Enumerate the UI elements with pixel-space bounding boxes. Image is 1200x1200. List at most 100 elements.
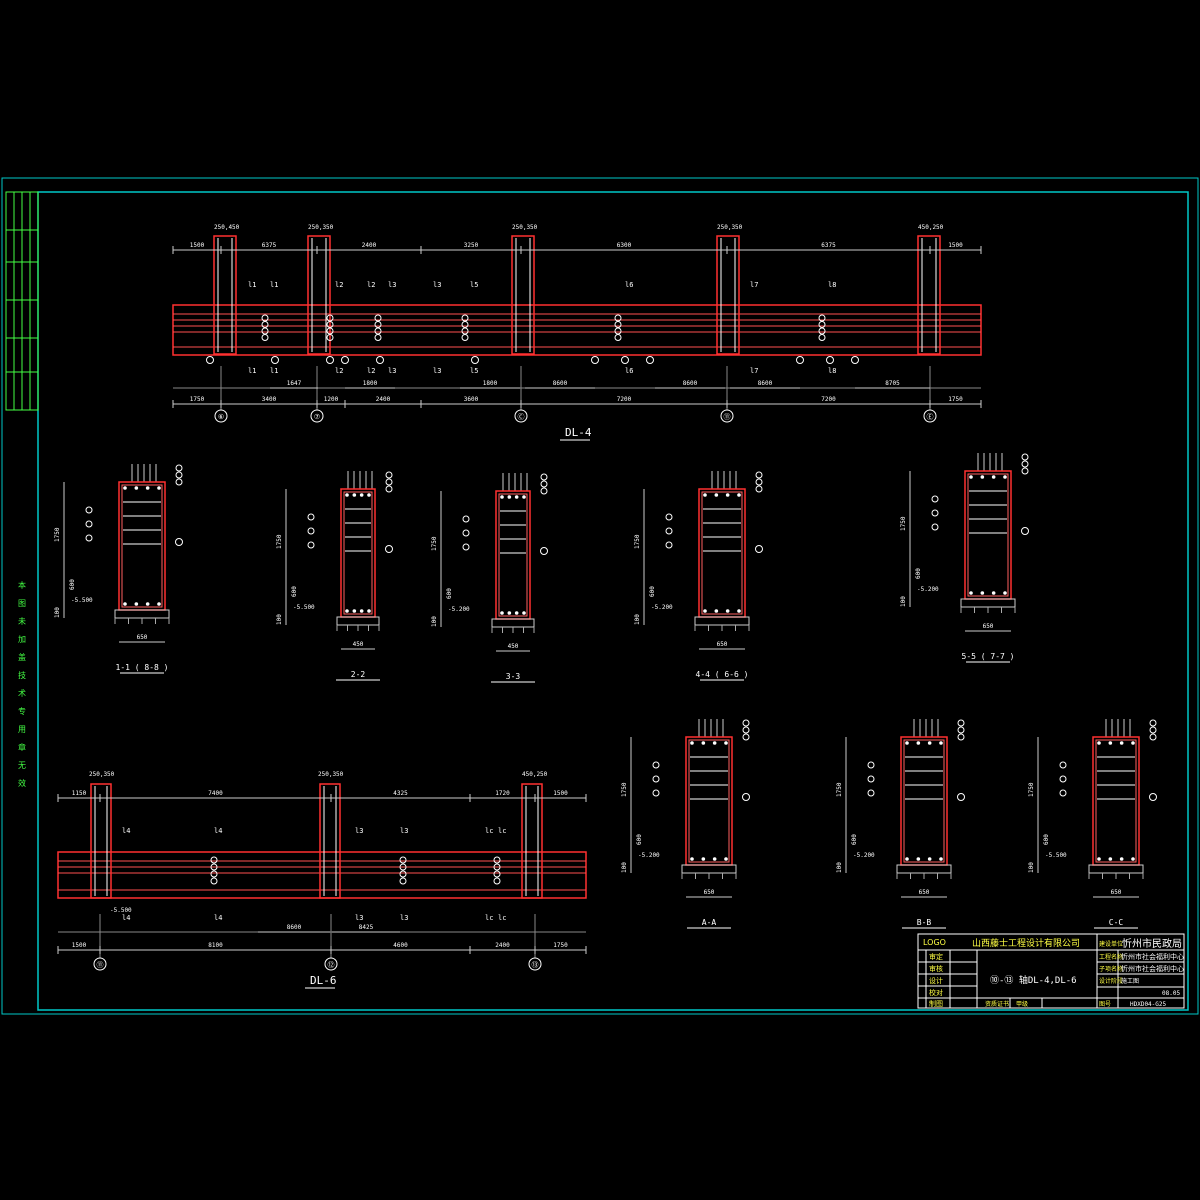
dl6-axis-label: ⑬ [532, 961, 539, 969]
dl6-dim-value: 4600 [393, 942, 408, 949]
dl4-lower-dim: 1800 [483, 380, 498, 387]
section-bottom-2-height: 1750 [836, 782, 843, 797]
section-bottom-3-rebar [1108, 741, 1113, 745]
section-top-4-tag [755, 478, 763, 486]
sign-strip [5, 191, 39, 411]
section-top-3-tag [540, 547, 548, 555]
dl6-label: DL-6 [310, 974, 337, 987]
section-top-4-height: 1750 [634, 534, 641, 549]
dl6-span-label: lc [498, 827, 506, 835]
dl4-span-label-lower: l8 [828, 367, 836, 375]
section-top-1-rebar [145, 602, 150, 606]
dl6-rebar-tag [399, 863, 407, 871]
dl6-span-label: l4 [122, 827, 130, 835]
section-bottom-3-rebar [1119, 741, 1124, 745]
section-top-5-stirrup [967, 473, 1009, 597]
dl4-rebar-tag [818, 334, 826, 341]
section-bottom-2-width: 650 [919, 889, 930, 896]
dl4-span-label-lower: l1 [270, 367, 278, 375]
section-bottom-3-tag [1059, 775, 1067, 783]
section-bottom-3-stirrup [1095, 739, 1137, 863]
section-top-1-height: 1750 [54, 527, 61, 542]
section-bottom-2-rebar [927, 741, 932, 745]
section-top-3-height: 1750 [431, 536, 438, 551]
section-top-3-tag [462, 529, 470, 537]
section-top-4-rebar [737, 493, 741, 497]
section-bottom-1-rebar [724, 857, 728, 861]
section-bottom-1-tag [652, 761, 660, 769]
section-top-5-tag [1021, 467, 1029, 475]
section-top-4-rebar [714, 493, 719, 497]
dl4-axis-bubble [720, 409, 734, 423]
section-bottom-1-base: 100 [621, 862, 628, 873]
section-top-4-rebar [737, 609, 741, 613]
dl4-column-size: 250,350 [512, 224, 538, 231]
dl4-rebar-tag [326, 356, 334, 364]
section-top-5-rebar [980, 591, 985, 595]
dl4-lower-dim: 1647 [287, 380, 302, 387]
dl4-axis-label: Ⓔ [927, 413, 934, 421]
section-top-1-tag [85, 520, 93, 528]
section-top-5-outline [964, 470, 1012, 600]
section-top-4-tag [755, 471, 763, 479]
dl6-dim-value: 1500 [72, 942, 87, 949]
section-top-5-elevation: -5.200 [917, 586, 939, 593]
dl6-dim-value: 1750 [553, 942, 568, 949]
dl4-rebar-tag [374, 321, 382, 328]
section-top-5-tag [1021, 460, 1029, 468]
outer-border [1, 177, 1199, 1015]
dl4-rebar-tag [471, 356, 479, 364]
section-bottom-3-rebar [1119, 857, 1124, 861]
section-bottom-1-rebar [712, 857, 717, 861]
section-top-5-height: 1750 [900, 516, 907, 531]
section-top-1-footing [114, 609, 170, 619]
section-top-4-tag [755, 485, 763, 493]
dl4-rebar-tag [374, 327, 382, 335]
section-top-2-elevation: -5.500 [293, 604, 315, 611]
dl6-rebar-tag [493, 856, 501, 864]
dl4-span-label: l3 [433, 281, 441, 289]
section-bottom-1-rebar [690, 857, 694, 861]
section-bottom-3-rebar [1108, 857, 1113, 861]
section-bottom-1-label: A-A [702, 918, 717, 927]
section-top-3-rebar [514, 495, 519, 499]
section-top-2-footing [336, 616, 380, 626]
dl4-span-label-lower: l3 [433, 367, 441, 375]
section-top-5-tag [1021, 453, 1029, 461]
dl4-rebar-tag [818, 327, 826, 335]
section-bottom-2-outline [900, 736, 948, 866]
section-top-3-rebar [500, 611, 504, 615]
dl4-dim-value: 1750 [948, 396, 963, 403]
section-top-4-offset: 600 [649, 586, 656, 597]
dl6-top-dim-value: 4325 [393, 790, 408, 797]
dl4-top-dim-value: 6375 [262, 242, 277, 249]
section-bottom-2-rebar [939, 857, 943, 861]
section-top-1-tag [175, 538, 183, 546]
section-top-3-tag [462, 515, 470, 523]
dl4-rebar-tag [614, 334, 622, 341]
dl6-lower-dim: 8425 [359, 924, 374, 931]
section-top-1-tag [175, 464, 183, 472]
section-bottom-2-rebar [939, 741, 943, 745]
section-bottom-2-tag [957, 726, 965, 734]
company-name: 山西藤士工程设计有限公司 [972, 937, 1080, 949]
section-bottom-1-outline [685, 736, 733, 866]
dl6-top-dim-value: 1500 [553, 790, 568, 797]
dl6-rebar-tag [210, 877, 218, 885]
section-bottom-1-rebar [724, 741, 728, 745]
section-bottom-2-offset: 600 [851, 834, 858, 845]
section-top-1-rebar [134, 602, 139, 606]
section-bottom-2-tag [867, 761, 875, 769]
dl4-span-label: l2 [335, 281, 343, 289]
cert-value: 甲级 [1016, 1000, 1028, 1008]
dl4-rebar-tag [461, 334, 469, 341]
section-bottom-1-elevation: -5.200 [638, 852, 660, 859]
dl4-axis-bubble [310, 409, 324, 423]
dl4-lower-dim: 8705 [885, 380, 900, 387]
dl4-span-label: l1 [270, 281, 278, 289]
section-bottom-1-width: 650 [704, 889, 715, 896]
dl6-span-label-lower: lc [498, 914, 506, 922]
section-top-5-rebar [969, 591, 973, 595]
dl4-dim-value: 7200 [821, 396, 836, 403]
